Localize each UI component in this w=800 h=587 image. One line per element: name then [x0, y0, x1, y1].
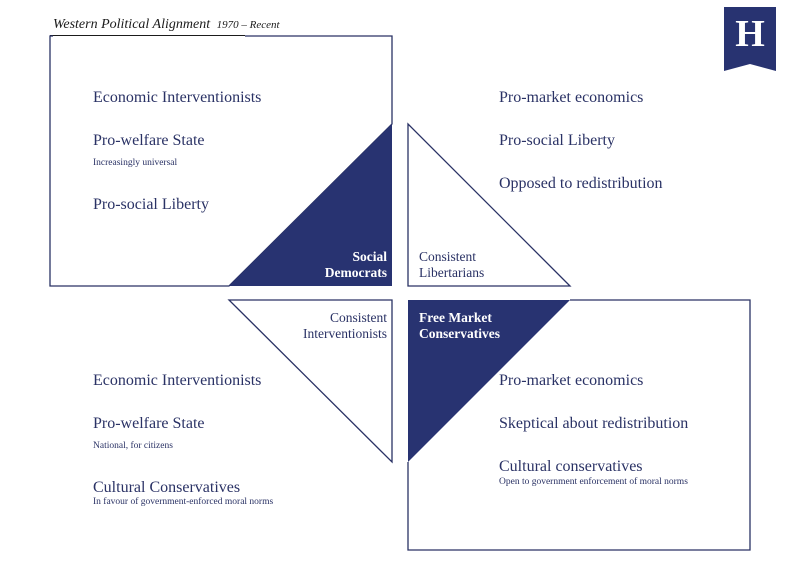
label-free-market-conservatives-line-2: Conservatives: [419, 326, 500, 341]
title-text: Western Political Alignment: [53, 17, 211, 32]
frame-bottom-right: [407, 299, 751, 551]
label-consistent-libertarians-line-2: Libertarians: [419, 265, 485, 280]
bl-item-1: Economic Interventionists: [93, 372, 262, 389]
bl-item-3: Cultural Conservatives: [93, 479, 241, 496]
bl-item-2-note: National, for citizens: [93, 441, 173, 451]
br-item-3: Cultural conservatives: [499, 458, 643, 475]
label-consistent-libertarians: Consistent Libertarians: [419, 249, 484, 281]
tl-item-2: Pro-welfare State: [93, 132, 205, 149]
logo-shield-icon: [724, 7, 776, 71]
logo-letter: H: [735, 13, 765, 55]
label-free-market-conservatives-line-1: Free Market: [419, 310, 492, 325]
wedge-free-market-conservatives: [408, 300, 570, 462]
tl-item-2-note: Increasingly universal: [93, 158, 178, 168]
tl-item-1: Economic Interventionists: [93, 89, 262, 106]
br-item-1: Pro-market economics: [499, 372, 644, 389]
wedge-consistent-libertarians: [407, 122, 572, 287]
tr-item-1: Pro-market economics: [499, 89, 644, 106]
label-free-market-conservatives: Free Market Conservatives: [419, 310, 500, 342]
br-item-3-note: Open to government enforcement of moral …: [499, 477, 688, 487]
title-period: 1970 – Recent: [216, 19, 280, 31]
title-underline: [50, 35, 245, 36]
tl-item-3: Pro-social Liberty: [93, 196, 209, 213]
bl-item-2: Pro-welfare State: [93, 415, 205, 432]
diagram-title: Western Political Alignment 1970 – Recen…: [53, 17, 353, 33]
label-consistent-libertarians-line-1: Consistent: [419, 249, 477, 264]
label-social-democrats: Social Democrats: [287, 249, 387, 281]
label-social-democrats-line-1: Social: [352, 249, 387, 264]
tr-item-3: Opposed to redistribution: [499, 175, 663, 192]
br-item-2: Skeptical about redistribution: [499, 415, 689, 432]
label-consistent-interventionists-line-1: Consistent: [329, 310, 387, 325]
label-social-democrats-line-2: Democrats: [324, 265, 387, 280]
bl-item-3-note: In favour of government-enforced moral n…: [93, 497, 274, 507]
label-consistent-interventionists: Consistent Interventionists: [267, 310, 387, 342]
wedge-consistent-interventionists: [227, 299, 393, 464]
wedge-social-democrats: [229, 124, 392, 286]
label-consistent-interventionists-line-2: Interventionists: [303, 326, 387, 341]
tr-item-2: Pro-social Liberty: [499, 132, 615, 149]
